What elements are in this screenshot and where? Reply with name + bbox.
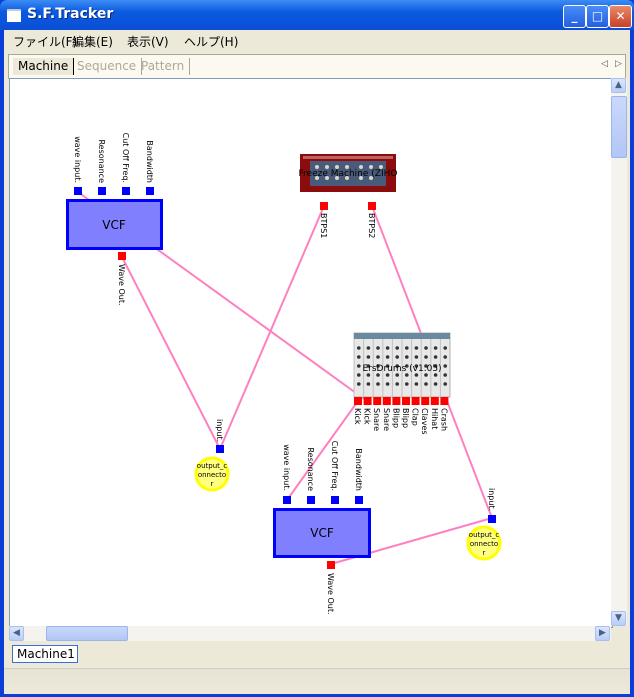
port-label: Snare: [372, 408, 381, 431]
port-label: BTPS1: [319, 213, 328, 238]
machine-name: ErsDrums (v1.05): [362, 364, 441, 374]
input-port[interactable]: [74, 187, 82, 195]
tab-machine[interactable]: Machine: [13, 58, 75, 75]
output-port[interactable]: [354, 397, 362, 405]
input-port[interactable]: [216, 445, 224, 453]
input-port[interactable]: [283, 496, 291, 504]
vcf-machine-1[interactable]: VCF wave input. Resonance Cut Off Freq. …: [66, 133, 163, 306]
connector-name: onnecto: [470, 540, 498, 548]
menu-file[interactable]: ファイル(F): [13, 35, 78, 49]
maximize-button[interactable]: □: [586, 5, 609, 28]
port-label: Snare: [382, 408, 391, 431]
status-bar: [4, 668, 630, 694]
close-button[interactable]: ✕: [609, 5, 632, 28]
port-label: Blipp: [391, 408, 400, 428]
vertical-scrollbar[interactable]: ▲ ▼: [611, 78, 627, 626]
connector-name: output_c: [469, 531, 500, 539]
port-label: Hihat: [430, 408, 439, 429]
wire-btps1-out1: [219, 205, 325, 450]
tab-bar: Machine Sequence Pattern ◁ ▷: [8, 54, 626, 79]
port-label: Claves: [420, 408, 429, 435]
port-label: Wave Out.: [326, 573, 335, 615]
scroll-up-button[interactable]: ▲: [611, 78, 626, 93]
input-port[interactable]: [488, 515, 496, 523]
tab-next-icon[interactable]: ▷: [615, 59, 622, 69]
machine-name: Freeze Machine (ZIHO: [299, 169, 398, 179]
port-label: Clap: [411, 408, 420, 426]
connector-name: r: [483, 549, 486, 557]
output-port[interactable]: [402, 397, 410, 405]
machine-graph[interactable]: VCF wave input. Resonance Cut Off Freq. …: [10, 79, 612, 627]
menu-bar: ファイル(F) 編集(E) 表示(V) ヘルプ(H): [4, 30, 630, 52]
menu-edit[interactable]: 編集(E): [72, 35, 113, 49]
input-port[interactable]: [122, 187, 130, 195]
horizontal-scroll-thumb[interactable]: [46, 626, 128, 641]
freeze-machine[interactable]: Freeze Machine (ZIHO BTPS1 BTPS2: [299, 154, 398, 238]
output-port[interactable]: [327, 561, 335, 569]
port-label: Resonance: [97, 139, 106, 183]
output-port[interactable]: [373, 397, 382, 405]
tab-sequence[interactable]: Sequence: [72, 58, 143, 75]
port-label: Bandwidth: [145, 140, 154, 183]
port-label: input.: [215, 419, 224, 442]
port-label: Blipp: [401, 408, 410, 428]
port-label: wave input.: [282, 444, 291, 491]
vertical-scroll-thumb[interactable]: [611, 96, 627, 158]
scroll-right-button[interactable]: ▶: [595, 626, 610, 641]
client-area: ファイル(F) 編集(E) 表示(V) ヘルプ(H) Machine Seque…: [4, 30, 630, 694]
output-port[interactable]: [118, 252, 126, 260]
title-bar[interactable]: S.F.Tracker _ □ ✕: [0, 0, 634, 30]
output-connector-2[interactable]: output_c onnecto r input.: [466, 488, 502, 561]
tab-pattern[interactable]: Pattern: [136, 58, 191, 75]
machine-name: VCF: [310, 526, 334, 540]
machine-canvas[interactable]: VCF wave input. Resonance Cut Off Freq. …: [9, 78, 613, 628]
input-port[interactable]: [307, 496, 315, 504]
port-label: input.: [487, 488, 496, 511]
port-label: Cut Off Freq.: [330, 441, 339, 491]
machine-name: VCF: [102, 218, 126, 232]
input-port[interactable]: [331, 496, 339, 504]
output-port[interactable]: [421, 397, 430, 405]
connector-name: r: [211, 480, 214, 488]
port-label: Kick: [363, 408, 372, 425]
output-port[interactable]: [440, 397, 449, 405]
machine-sheet-tab[interactable]: Machine1: [12, 645, 78, 663]
input-port[interactable]: [98, 187, 106, 195]
vcf-machine-2[interactable]: VCF wave input. Resonance Cut Off Freq. …: [273, 441, 371, 615]
port-label: Cut Off Freq.: [121, 133, 130, 183]
port-label: Bandwidth: [354, 448, 363, 491]
output-port[interactable]: [430, 397, 439, 405]
port-label: BTPS2: [367, 213, 376, 238]
port-label: Wave Out.: [117, 264, 126, 306]
output-port[interactable]: [411, 397, 420, 405]
output-connector-1[interactable]: output_c onnecto r input.: [194, 419, 230, 492]
menu-view[interactable]: 表示(V): [127, 35, 169, 49]
scroll-down-button[interactable]: ▼: [611, 611, 626, 626]
connector-name: output_c: [197, 462, 228, 470]
input-port[interactable]: [355, 496, 363, 504]
scroll-left-button[interactable]: ◀: [9, 626, 24, 641]
wire-vcf1-out1: [121, 256, 221, 450]
output-port[interactable]: [392, 397, 401, 405]
output-port[interactable]: [368, 202, 376, 210]
app-icon: [7, 9, 21, 22]
port-label: Resonance: [306, 447, 315, 491]
port-label: Kick: [353, 408, 362, 425]
tab-prev-icon[interactable]: ◁: [601, 59, 608, 69]
minimize-button[interactable]: _: [563, 5, 586, 28]
port-label: wave input.: [73, 136, 82, 183]
horizontal-scrollbar[interactable]: ◀ ▶: [9, 626, 611, 641]
port-label: Crash: [439, 408, 448, 431]
connector-name: onnecto: [198, 471, 226, 479]
output-port[interactable]: [382, 397, 391, 405]
input-port[interactable]: [146, 187, 154, 195]
output-port[interactable]: [320, 202, 328, 210]
output-port[interactable]: [363, 397, 372, 405]
window-title: S.F.Tracker: [27, 6, 114, 22]
menu-help[interactable]: ヘルプ(H): [184, 35, 239, 49]
wire-kick-vcf2: [286, 400, 359, 501]
